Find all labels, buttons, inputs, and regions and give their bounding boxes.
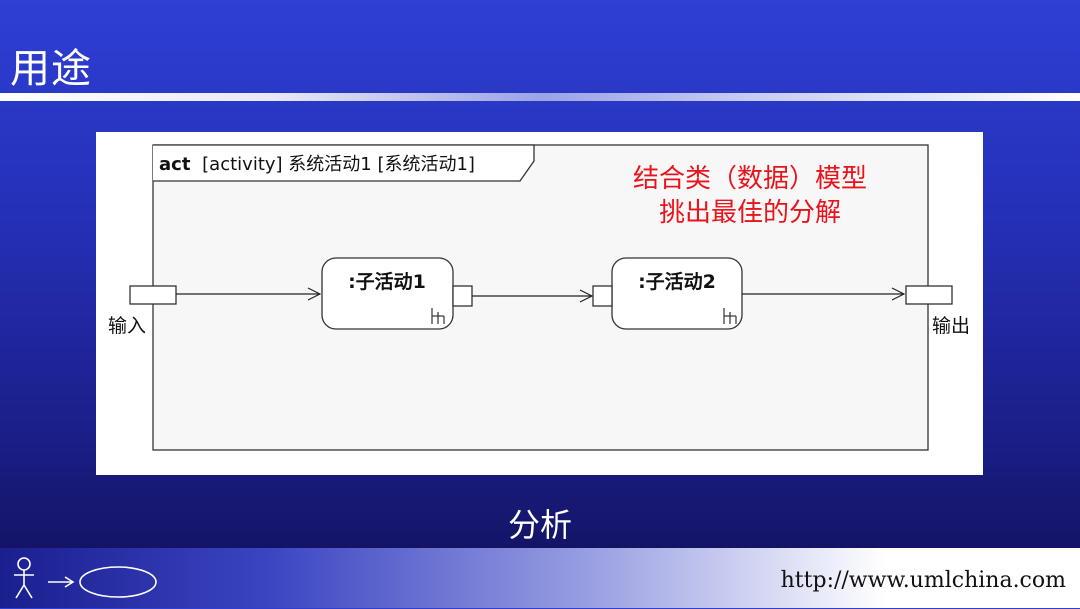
annotation-line-1: 结合类（数据）模型: [632, 164, 867, 194]
frame-title: act [activity] 系统活动1 [系统活动1]: [159, 154, 475, 175]
frame-keyword: act: [159, 154, 191, 175]
footer-bar: [0, 548, 1080, 608]
diagram-canvas: act [activity] 系统活动1 [系统活动1] 输入 输出 :子活动1…: [108, 144, 970, 451]
actor-usecase-icon: [8, 553, 168, 609]
action-1-label: :子活动1: [348, 270, 426, 293]
annotation-line-2: 挑出最佳的分解: [658, 198, 841, 228]
output-parameter-pin: [905, 285, 953, 305]
rake-icon: [431, 308, 445, 324]
frame-name-tab: [153, 144, 535, 182]
input-pin-label: 输入: [108, 315, 146, 337]
action-node-2: [611, 257, 743, 330]
action-node-1: [321, 257, 454, 330]
footer-url[interactable]: http://www.umlchina.com: [780, 568, 1066, 593]
output-pin-label: 输出: [932, 315, 970, 337]
action-2-label: :子活动2: [638, 270, 716, 293]
title-divider: [0, 93, 1080, 101]
input-parameter-pin: [129, 285, 177, 305]
activity-diagram: act [activity] 系统活动1 [系统活动1] 输入 输出 :子活动1…: [96, 132, 983, 475]
activity-frame: [152, 144, 929, 451]
action-1-output-pin: [452, 285, 473, 307]
diagram-annotation: 结合类（数据）模型 挑出最佳的分解: [600, 162, 900, 230]
rake-icon: [723, 308, 737, 324]
action-2-input-pin: [592, 285, 613, 307]
slide-title: 用途: [10, 46, 92, 92]
slide-caption: 分析: [507, 506, 572, 544]
frame-name: [activity] 系统活动1 [系统活动1]: [202, 154, 475, 175]
